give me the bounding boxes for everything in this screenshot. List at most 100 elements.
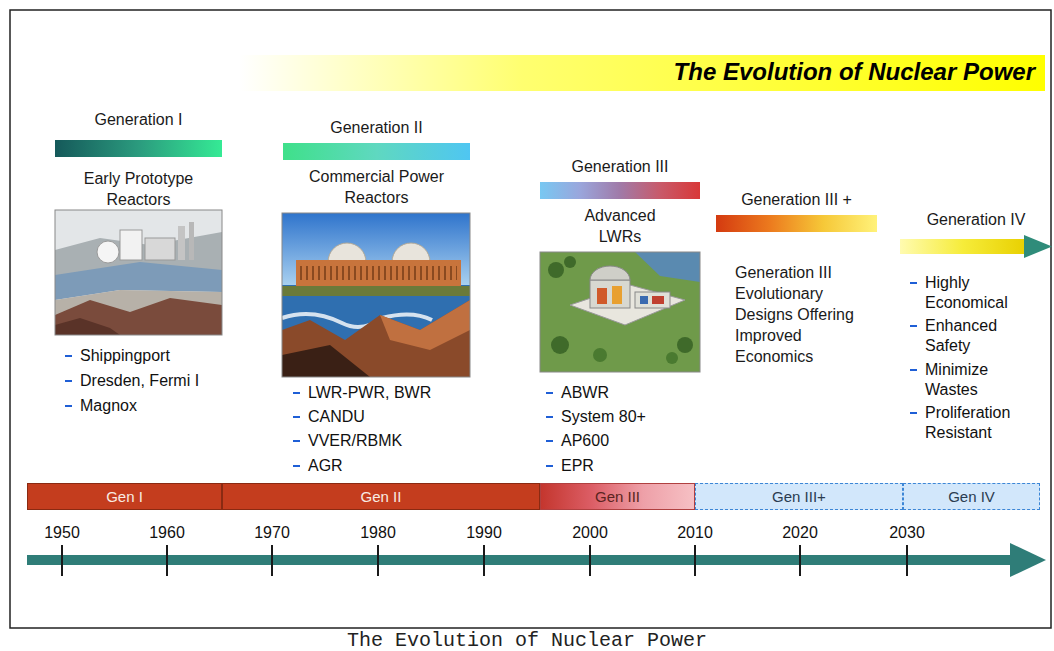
bullet-item: ABWR	[546, 383, 711, 403]
generation-header: Generation IICommercial Power Reactors	[283, 118, 470, 208]
time-axis	[27, 543, 1046, 577]
bullet-dash	[65, 355, 72, 357]
gen2-photo	[282, 213, 470, 377]
time-axis	[694, 545, 696, 576]
bullet-text: AP600	[561, 431, 711, 451]
caption-text: The Evolution of Nuclear Power	[0, 631, 1054, 651]
gen3-photo	[548, 262, 564, 278]
year-label: 2010	[665, 523, 725, 543]
bullet-text: System 80+	[561, 407, 711, 427]
generation-header: Generation IEarly Prototype Reactors	[55, 110, 222, 210]
generation-bar	[55, 140, 222, 157]
bullet-dash	[546, 465, 553, 467]
frame-border	[10, 10, 1051, 628]
year-label: 1960	[137, 523, 197, 543]
time-axis	[589, 545, 591, 576]
gen2-photo	[282, 286, 470, 296]
bullet-dash	[65, 405, 72, 407]
title-text: The Evolution of Nuclear Power	[240, 57, 1035, 87]
bullet-dash	[293, 465, 300, 467]
bullet-item: Highly Economical	[910, 273, 1029, 313]
generation-header: Generation III Advanced LWRs	[540, 157, 700, 247]
gen3-photo	[590, 280, 630, 308]
time-axis	[166, 545, 168, 576]
bullet-item: AP600	[546, 431, 711, 451]
bullet-dash	[910, 369, 917, 371]
gen1-photo	[97, 241, 119, 263]
gen1-photo	[55, 210, 222, 335]
time-axis	[377, 545, 379, 576]
timeline-band: Gen III+	[695, 483, 903, 510]
year-text: 1990	[454, 523, 514, 543]
bullet-dash	[546, 416, 553, 418]
bullet-item: Shippingport	[65, 346, 230, 366]
generation-arrow	[1024, 235, 1052, 258]
year-label: 1970	[242, 523, 302, 543]
gen3-photo	[652, 296, 664, 304]
gen3-photo	[551, 336, 569, 354]
bullet-text: EPR	[561, 456, 711, 476]
gen2-photo	[380, 300, 470, 350]
gen3-photo	[612, 286, 622, 304]
generation-description: Commercial Power Reactors	[297, 166, 457, 208]
year-text: 2020	[770, 523, 830, 543]
bullet-dash	[546, 440, 553, 442]
bullet-text: CANDU	[308, 407, 478, 427]
bullet-dash	[293, 440, 300, 442]
generation-bar	[540, 182, 700, 199]
gen3-photo	[666, 352, 678, 364]
bullet-dash	[293, 392, 300, 394]
bullet-dash	[910, 412, 917, 414]
generation-heading: Generation III	[540, 157, 700, 177]
bullet-item: Enhanced Safety	[910, 316, 1029, 356]
bullet-item: Dresden, Fermi I	[65, 371, 230, 391]
generation-arrow	[900, 235, 1052, 258]
timeline-band: Gen II	[222, 483, 540, 510]
gen2-photo	[282, 345, 370, 377]
generation-header: Generation III +Generation III Evolution…	[716, 190, 877, 367]
gen2-photo	[282, 300, 470, 377]
bullet-text: Proliferation Resistant	[925, 403, 1029, 443]
bullet-dash	[546, 392, 553, 394]
time-axis	[1010, 543, 1046, 577]
year-text: 2010	[665, 523, 725, 543]
bullet-item: EPR	[546, 456, 711, 476]
year-text: 2030	[877, 523, 937, 543]
generation-description: Advanced LWRs	[565, 205, 675, 247]
bullet-text: Enhanced Safety	[925, 316, 1029, 356]
year-text: 2000	[560, 523, 620, 543]
bullet-text: Highly Economical	[925, 273, 1029, 313]
band-label: Gen II	[357, 488, 406, 506]
gen3-photo	[635, 252, 700, 282]
bullet-text: Dresden, Fermi I	[80, 371, 230, 391]
gen3-photo	[597, 288, 607, 304]
bullet-text: AGR	[308, 456, 478, 476]
time-axis	[61, 545, 63, 576]
gen1-photo	[189, 222, 194, 260]
bullet-text: Shippingport	[80, 346, 230, 366]
year-text: 1960	[137, 523, 197, 543]
bullet-item: Proliferation Resistant	[910, 403, 1029, 443]
bullet-item: System 80+	[546, 407, 711, 427]
gen1-photo	[55, 318, 120, 335]
gen1-photo	[120, 230, 142, 260]
bullet-text: Minimize Wastes	[925, 360, 1029, 400]
timeline-band: Gen III	[540, 483, 695, 510]
band-label: Gen III+	[768, 488, 830, 506]
title-banner	[240, 55, 1045, 91]
generation-description: Generation III Evolutionary Designs Offe…	[735, 262, 869, 367]
gen2-photo	[300, 266, 457, 280]
generation-bar	[283, 143, 470, 160]
bullet-item: VVER/RBMK	[293, 431, 478, 451]
bullet-item: Minimize Wastes	[910, 360, 1029, 400]
gen2-photo	[392, 243, 430, 262]
gen2-photo	[296, 260, 461, 288]
gen2-photo	[328, 243, 366, 262]
gen3-photo	[640, 296, 648, 304]
year-text: 1950	[32, 523, 92, 543]
gen2-photo	[282, 213, 470, 377]
band-label: Gen I	[102, 488, 147, 506]
gen1-photo	[55, 298, 222, 335]
time-axis	[483, 545, 485, 576]
